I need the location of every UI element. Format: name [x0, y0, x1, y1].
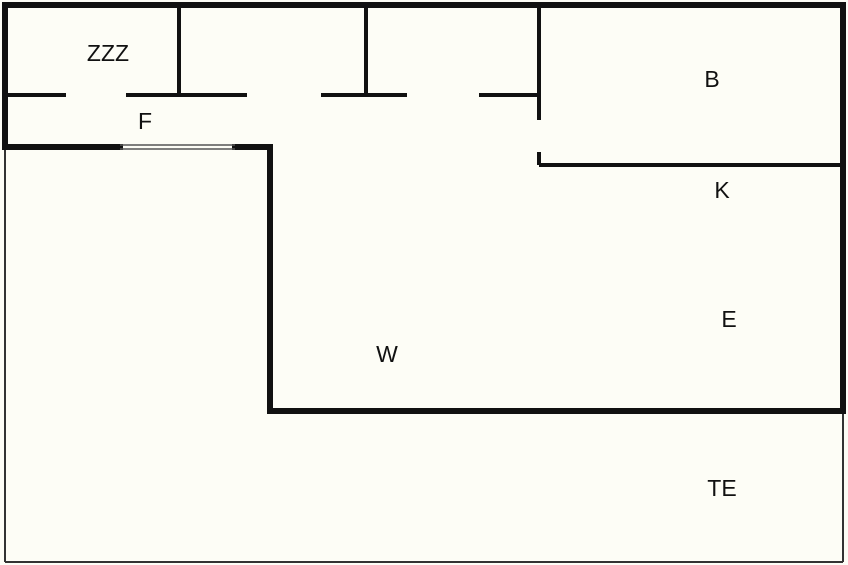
room-label-k: K — [714, 177, 730, 203]
thick-walls — [2, 2, 846, 414]
interior-walls — [5, 5, 843, 167]
room-label-f: F — [138, 108, 152, 134]
room-labels: ZZZ F B K E W TE — [87, 40, 737, 501]
outer-thin-walls — [4, 147, 844, 563]
room-label-w: W — [376, 341, 398, 367]
room-label-b: B — [704, 66, 719, 92]
room-label-te: TE — [707, 475, 736, 501]
f-doorway — [120, 144, 235, 150]
room-label-e: E — [721, 306, 736, 332]
room-label-zzz: ZZZ — [87, 40, 129, 66]
